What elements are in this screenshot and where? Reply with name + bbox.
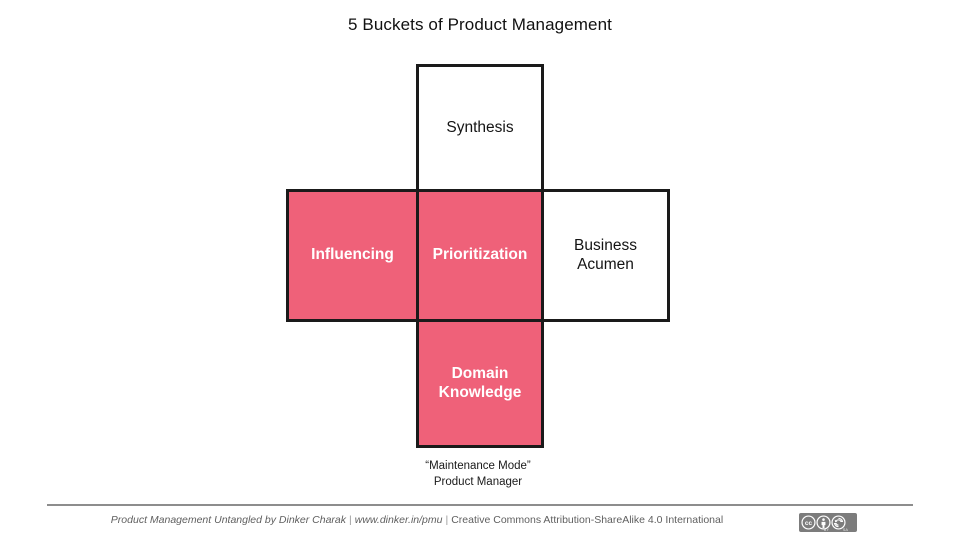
cc-badge-by-text: BY xyxy=(823,528,830,532)
diagram-cell-domain-knowledge: Domain Knowledge xyxy=(416,319,544,448)
diagram-cell-synthesis: Synthesis xyxy=(416,64,544,192)
svg-text:cc: cc xyxy=(805,520,813,527)
footer-url[interactable]: www.dinker.in/pmu xyxy=(354,514,443,526)
cross-diagram: Synthesis Influencing Prioritization Bus… xyxy=(286,64,670,448)
footer-attribution: Product Management Untangled by Dinker C… xyxy=(47,514,787,526)
footer-separator-2: | xyxy=(445,514,449,526)
cell-label-business-acumen: Business Acumen xyxy=(574,237,637,275)
cell-label-synthesis: Synthesis xyxy=(446,118,514,136)
cc-icon: cc xyxy=(801,515,816,530)
cc-badge-subtext: BY SA xyxy=(817,528,855,532)
cell-label-business-acumen-line2: Acumen xyxy=(577,255,634,273)
diagram-cell-influencing: Influencing xyxy=(286,189,419,322)
caption-line2: Product Manager xyxy=(433,475,523,488)
diagram-caption: “Maintenance Mode” Product Manager xyxy=(286,459,670,490)
footer-license-text: Creative Commons Attribution-ShareAlike … xyxy=(451,514,724,526)
cell-label-domain-knowledge: Domain Knowledge xyxy=(439,365,522,403)
cc-sa-icon xyxy=(831,515,846,530)
creative-commons-badge[interactable]: cc BY SA xyxy=(799,513,857,532)
diagram-cell-business-acumen: Business Acumen xyxy=(541,189,670,322)
cell-label-prioritization: Prioritization xyxy=(432,246,528,264)
page-title: 5 Buckets of Product Management xyxy=(348,15,612,34)
cc-by-icon xyxy=(816,515,831,530)
footer-book-title: Product Management Untangled by Dinker C… xyxy=(110,514,347,526)
caption-line1: “Maintenance Mode” xyxy=(425,460,531,472)
cell-label-business-acumen-line1: Business xyxy=(574,236,637,254)
footer-divider xyxy=(47,504,913,506)
cell-label-influencing: Influencing xyxy=(311,246,394,264)
diagram-cell-prioritization: Prioritization xyxy=(416,189,544,322)
cell-label-domain-knowledge-line2: Knowledge xyxy=(438,383,522,401)
footer-separator-1: | xyxy=(349,514,352,526)
cell-label-domain-knowledge-line1: Domain xyxy=(451,364,509,382)
cc-badge-sa-text: SA xyxy=(842,528,849,532)
